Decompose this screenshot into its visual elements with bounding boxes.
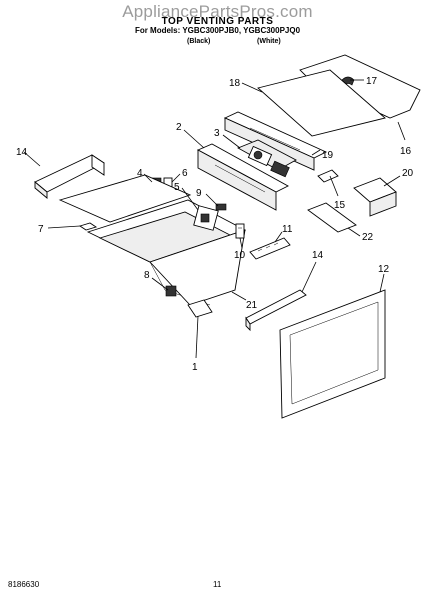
part-8-latch[interactable] bbox=[165, 285, 177, 297]
part-20-mounting-bracket[interactable] bbox=[353, 177, 397, 217]
leader-lines bbox=[23, 79, 406, 359]
page-number: 11 bbox=[213, 580, 222, 589]
part-10-terminal[interactable] bbox=[235, 223, 245, 239]
color-white-label: (White) bbox=[257, 38, 281, 45]
part-12-rear-panel[interactable] bbox=[279, 289, 386, 419]
callout-8: 8 bbox=[144, 270, 150, 281]
callout-1: 1 bbox=[192, 362, 198, 373]
callout-9: 9 bbox=[196, 188, 202, 199]
callout-11: 11 bbox=[282, 224, 293, 235]
callout-15: 15 bbox=[334, 200, 346, 211]
callout-14-right: 14 bbox=[312, 250, 324, 261]
part-15-bracket[interactable] bbox=[317, 169, 339, 183]
part-18-flat-panel[interactable] bbox=[257, 69, 386, 137]
callout-3: 3 bbox=[214, 128, 220, 139]
part-1-rail[interactable] bbox=[187, 299, 213, 318]
part-11-terminal-block[interactable] bbox=[249, 237, 291, 260]
callout-2: 2 bbox=[176, 122, 182, 133]
callout-20: 20 bbox=[402, 168, 414, 179]
part-5-bracket[interactable] bbox=[193, 205, 219, 231]
callout-22: 22 bbox=[362, 232, 374, 243]
main-duct-tray[interactable] bbox=[58, 174, 247, 306]
callout-5: 5 bbox=[174, 182, 180, 193]
part-22-plate[interactable] bbox=[307, 202, 357, 233]
callout-12: 12 bbox=[378, 264, 390, 275]
callout-21: 21 bbox=[246, 300, 258, 311]
callout-18: 18 bbox=[229, 78, 241, 89]
callout-4: 4 bbox=[137, 168, 143, 179]
part-9-connector[interactable] bbox=[215, 203, 227, 211]
callout-16: 16 bbox=[400, 146, 412, 157]
part-3-motor-assembly[interactable] bbox=[236, 139, 297, 178]
callout-6: 6 bbox=[182, 168, 188, 179]
watermark-text: AppliancePartsPros.com bbox=[122, 2, 313, 21]
part-19-vent-bracket[interactable] bbox=[223, 111, 328, 171]
callout-7: 7 bbox=[38, 224, 44, 235]
callout-19: 19 bbox=[322, 150, 334, 161]
callout-10: 10 bbox=[234, 250, 246, 261]
color-black-label: (Black) bbox=[187, 38, 211, 45]
callout-17: 17 bbox=[366, 76, 378, 87]
part-14-right-bracket[interactable] bbox=[245, 289, 307, 332]
part-7-clip[interactable] bbox=[78, 222, 98, 231]
part-14-left-bracket[interactable] bbox=[34, 154, 105, 199]
document-number: 8186630 bbox=[8, 580, 40, 589]
part-2-channel[interactable] bbox=[196, 143, 289, 211]
model-numbers: For Models: YGBC300PJB0, YGBC300PJQ0 bbox=[134, 26, 301, 35]
diagram-title: TOP VENTING PARTS bbox=[161, 16, 274, 27]
callout-14-left: 14 bbox=[16, 147, 28, 158]
